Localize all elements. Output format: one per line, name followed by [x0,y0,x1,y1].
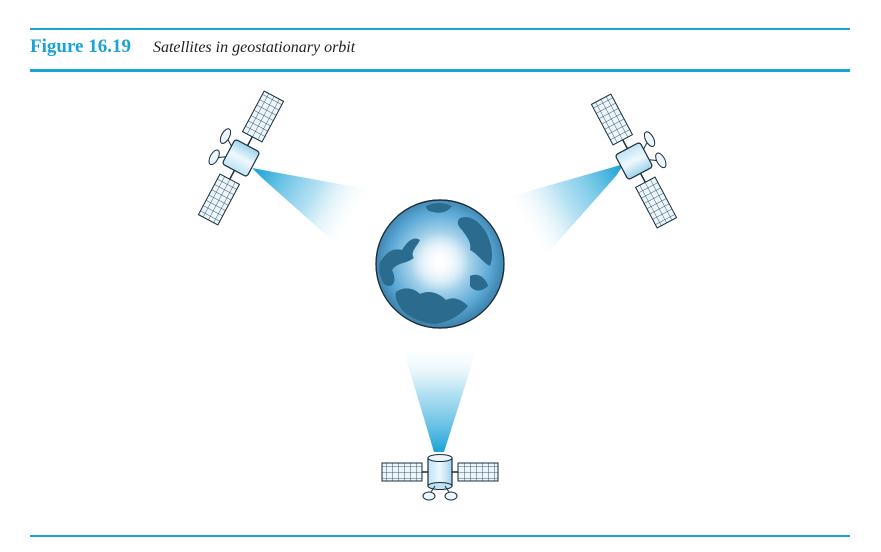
landmass [379,238,420,287]
beam-right [512,164,624,262]
solar-panel [590,93,634,146]
solar-panel [197,173,241,226]
satellite-body [615,142,653,180]
landmass [395,288,468,324]
top-rule [30,28,850,30]
caption-rule [30,69,850,72]
earth-globe [375,199,505,329]
beam-left [252,168,372,258]
landmass [426,203,452,213]
solar-panel [634,176,678,229]
landmass [470,274,488,291]
dish-antenna [422,485,458,501]
solar-panel [381,462,423,482]
solar-panel [457,462,499,482]
bottom-rule [30,535,850,537]
figure-title: Satellites in geostationary orbit [152,39,356,56]
figure-caption: Figure 16.19 Satellites in geostationary… [30,36,355,64]
satellite-bottom [381,454,499,501]
satellite-body [427,454,453,490]
dish-antenna [643,131,667,169]
beam-bottom [402,345,478,452]
satellite-body [222,139,260,177]
dish-antenna [208,128,232,166]
satellite-right [590,93,678,229]
figure-label: Figure 16.19 [30,36,131,57]
solar-panel [241,90,285,143]
satellite-left [197,90,285,226]
landmass [457,216,493,266]
